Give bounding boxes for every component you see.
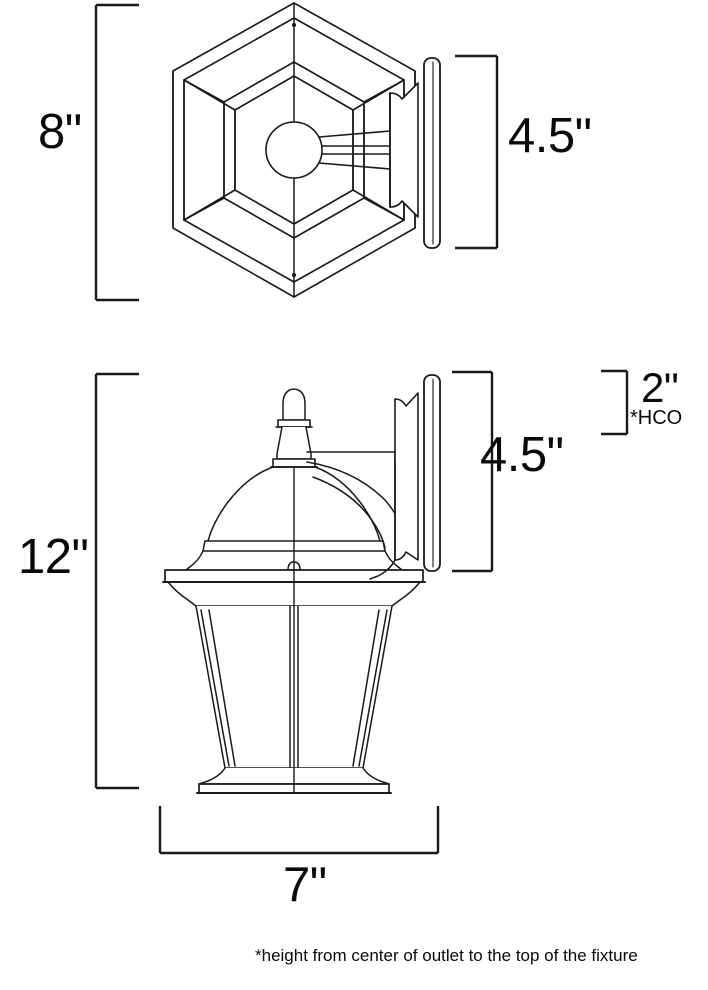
side-dome-left	[207, 466, 274, 542]
side-post-left-outer	[200, 609, 230, 767]
top-spoke-upper-right-2	[352, 79, 405, 111]
top-axis-dot-lower	[291, 272, 297, 278]
footnote-text: *height from center of outlet to the top…	[255, 946, 638, 965]
top-spoke-lower-left-2	[183, 189, 236, 221]
side-flare-left	[167, 581, 197, 607]
top-spoke-upper-left-2	[183, 79, 236, 111]
dimension-label-depth-side-view: 4.5"	[480, 428, 564, 482]
dimension-label-depth-top-view: 4.5"	[508, 109, 592, 163]
side-post-right-inner	[352, 609, 380, 767]
dimension-2in-bracket	[601, 369, 629, 436]
side-view-group	[162, 374, 441, 794]
top-bracket-body	[389, 82, 419, 218]
top-spoke-lower-right-2	[352, 189, 405, 221]
side-post-left-inner	[208, 609, 236, 767]
dimension-12in-bracket	[94, 372, 139, 790]
side-scroll-arm-inner	[312, 476, 386, 549]
dimension-label-height-side-view: 12"	[18, 530, 89, 584]
top-axis-dot-upper	[291, 22, 297, 28]
dimension-7in-bracket	[158, 806, 440, 855]
top-wall-plate	[423, 57, 441, 249]
side-bracket-body	[394, 392, 419, 561]
top-center-circle	[265, 121, 323, 179]
side-finial-stem	[276, 426, 312, 460]
side-wall-plate	[423, 374, 441, 572]
side-post-right-outer	[358, 609, 388, 767]
side-flare-right	[391, 581, 421, 607]
top-arm-lower	[318, 153, 391, 170]
side-dome-right	[314, 466, 381, 542]
dimension-label-hco-note: *HCO	[630, 407, 683, 429]
dimension-label-outlet-to-top: 2"	[641, 364, 679, 411]
top-arm-upper	[318, 130, 391, 147]
side-bracket-arm-top	[306, 451, 396, 463]
dimension-45in-top-bracket	[455, 54, 499, 250]
side-dome-band-left-cap	[202, 540, 206, 552]
dimension-8in-bracket	[94, 3, 139, 302]
dimension-label-height-top-view: 8"	[38, 105, 82, 159]
top-view-group	[172, 2, 441, 298]
side-finial-collar-top	[277, 419, 311, 428]
side-finial-dome	[282, 388, 306, 421]
side-shoulder-left	[185, 550, 204, 571]
side-dome-band-right-cap	[382, 540, 386, 552]
dimension-45in-side-bracket	[452, 370, 494, 573]
side-bracket-foot	[369, 559, 396, 580]
side-shoulder-right	[384, 550, 403, 571]
dimension-label-width-side-view: 7"	[283, 858, 327, 912]
